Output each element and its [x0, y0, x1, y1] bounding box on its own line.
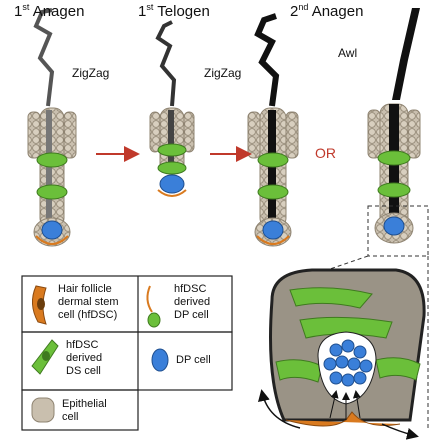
- dp-cluster: [262, 220, 284, 240]
- label-zigzag-first: ZigZag: [72, 66, 110, 80]
- label-or: OR: [315, 145, 336, 161]
- stage-title-first-telogen: 1st Telogen: [138, 2, 210, 20]
- epithelial-cell-icon: [31, 397, 55, 423]
- enlarged-bulb: [258, 268, 426, 440]
- label-awl: Awl: [338, 46, 358, 60]
- follicle-first-telogen: [149, 20, 195, 197]
- label-zigzag-third: ZigZag: [204, 66, 242, 80]
- zigzag-hair-shaft: [254, 13, 280, 107]
- stage-title-first-anagen: 1st Anagen: [14, 2, 85, 20]
- legend: [21, 275, 233, 431]
- hfdsc-derived-dp-icon: [146, 285, 153, 313]
- dp-cluster: [41, 220, 63, 240]
- awl-hair-shaft: [392, 8, 420, 100]
- zigzag-hair-shaft: [33, 8, 55, 107]
- legend-dp-cell: DP cell: [176, 354, 211, 366]
- dp-cell-icon: [151, 348, 169, 372]
- dp-cluster: [383, 216, 405, 236]
- stage-title-second-anagen: 2nd Anagen: [290, 2, 364, 20]
- follicle-second-anagen-zigzag: [247, 13, 299, 247]
- dp-cluster: [159, 174, 185, 194]
- follicle-second-anagen-awl: [367, 8, 429, 257]
- zigzag-hair-shaft: [155, 20, 177, 107]
- zoom-box: [367, 205, 429, 257]
- follicle-first-anagen: [27, 8, 77, 247]
